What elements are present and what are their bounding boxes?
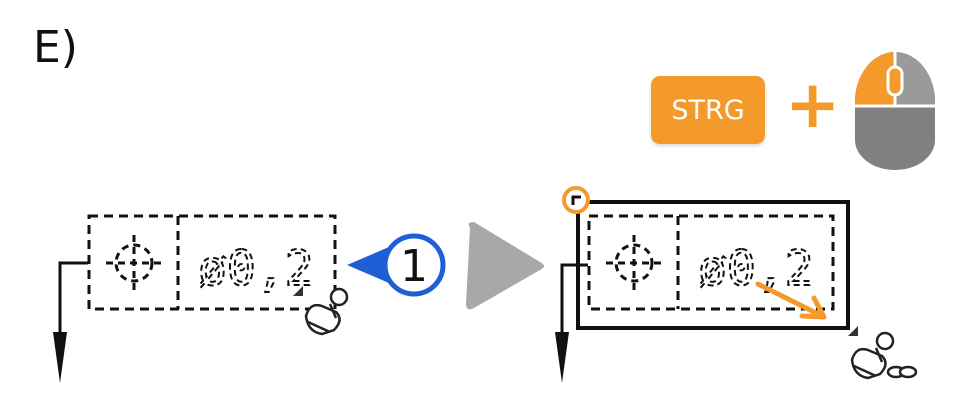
callout-number: 1 <box>400 241 428 292</box>
mouse-left-button-icon <box>854 51 936 170</box>
stamp-link-icon <box>850 331 918 380</box>
tolerance-value: ø0,2 <box>198 241 314 297</box>
play-arrow-icon <box>466 222 544 310</box>
strg-key-badge: STRG <box>651 76 765 144</box>
position-symbol-icon <box>606 235 662 291</box>
drag-arrow-icon <box>755 281 827 320</box>
step-label: E) <box>33 22 78 73</box>
left-feature-frame: ø0,2 <box>53 214 349 383</box>
tolerance-value: ø0,2 <box>698 241 814 297</box>
plus-sign: + <box>785 66 841 143</box>
stamp-icon <box>304 287 349 336</box>
right-feature-frame: ø0,2 <box>555 186 918 383</box>
position-symbol-icon <box>106 235 162 291</box>
callout-marker: 1 <box>347 233 446 297</box>
